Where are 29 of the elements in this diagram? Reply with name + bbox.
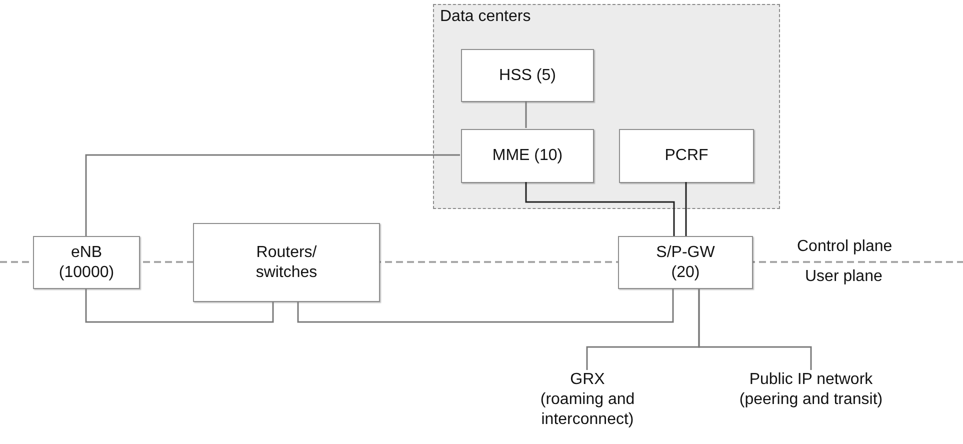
connector-line (685, 182, 687, 236)
element-label: PCRF (664, 146, 708, 166)
network-element-box (461, 49, 594, 102)
connector-line (525, 101, 527, 128)
network-element-box (619, 129, 754, 183)
element-label: S/P-GW (656, 242, 715, 262)
element-label: (10000) (58, 262, 114, 282)
element-label: Routers/ switches (254, 242, 318, 282)
element-label: eNB (70, 242, 102, 262)
group-title: Data centers (440, 7, 531, 27)
connector-line (297, 289, 674, 323)
network-label: GRX (570, 370, 605, 390)
network-element-box (33, 236, 140, 289)
connector-line (525, 182, 675, 236)
network-label: Public IP network (749, 370, 873, 390)
element-label: MME (10) (492, 146, 563, 166)
element-label: HSS (5) (499, 66, 556, 86)
network-element-box (461, 129, 594, 183)
connector-line (85, 289, 274, 323)
connector-line (698, 289, 812, 370)
network-label: (peering and transit) (739, 390, 883, 410)
element-label: (20) (671, 262, 700, 282)
network-label: (roaming and interconnect) (539, 390, 636, 430)
plane-label: User plane (805, 267, 882, 287)
plane-label: Control plane (797, 237, 892, 257)
data-center-region (433, 4, 780, 209)
connector-line (85, 154, 460, 236)
network-element-box (618, 236, 753, 289)
network-element-box (193, 223, 380, 302)
